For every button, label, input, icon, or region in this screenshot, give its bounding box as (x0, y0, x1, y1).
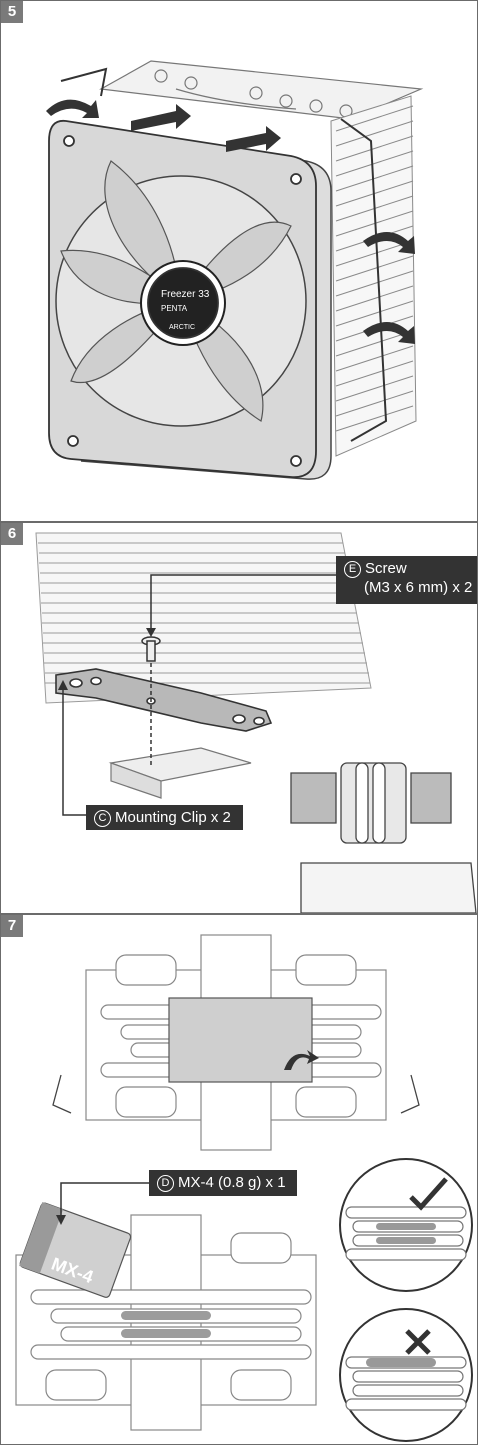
fan-clip-wire (60, 67, 388, 442)
check-icon (409, 1177, 448, 1211)
step-number-badge: 5 (1, 1, 23, 23)
fan-installation-illustration: Freezer 33 PENTA ARCTIC (46, 60, 424, 480)
step-number-badge: 7 (1, 915, 23, 937)
fan-model-text: Freezer 33 (161, 289, 210, 300)
front-fan (48, 119, 317, 478)
paste-line (121, 1329, 211, 1338)
mounting-clip (55, 668, 273, 732)
step-6-panel: 6 (0, 522, 478, 914)
heatsink-base (108, 747, 252, 799)
clip-detail-view (290, 762, 477, 913)
screw-label: Screw (365, 560, 407, 577)
screw-spec: (M3 x 6 mm) x 2 (364, 579, 473, 596)
heatsink-fins (330, 95, 417, 457)
thermal-paste-illustration: MX-4 (15, 934, 473, 1442)
mounting-clip-illustration (35, 532, 477, 913)
fan-brand-text: ARCTIC (169, 324, 195, 331)
part-letter-e: E (344, 561, 361, 578)
part-letter-c: C (94, 810, 111, 827)
paste-line (121, 1311, 211, 1320)
paste-leader-line (60, 1182, 151, 1220)
correct-application-detail (339, 1158, 473, 1292)
paste-label: MX-4 (0.8 g) x 1 (178, 1174, 286, 1191)
step-7-panel: 7 (0, 914, 478, 1445)
peel-arrow-icon (284, 1050, 319, 1070)
clip-label: Mounting Clip x 2 (115, 809, 231, 826)
screw-leader-line (150, 574, 336, 633)
paste-tube (19, 1202, 132, 1298)
rotate-arrow-icon (46, 99, 415, 344)
cross-icon (405, 1329, 431, 1355)
clip-leader-line (62, 685, 101, 816)
wrong-application-detail (339, 1308, 473, 1442)
step-number-badge: 6 (1, 523, 23, 545)
fan-variant-text: PENTA (161, 304, 188, 313)
part-letter-d: D (157, 1175, 174, 1192)
mount-wires (52, 1074, 420, 1114)
heatsink-top (99, 60, 424, 120)
push-arrow-icon (131, 104, 281, 152)
step-5-panel: 5 (0, 0, 478, 522)
